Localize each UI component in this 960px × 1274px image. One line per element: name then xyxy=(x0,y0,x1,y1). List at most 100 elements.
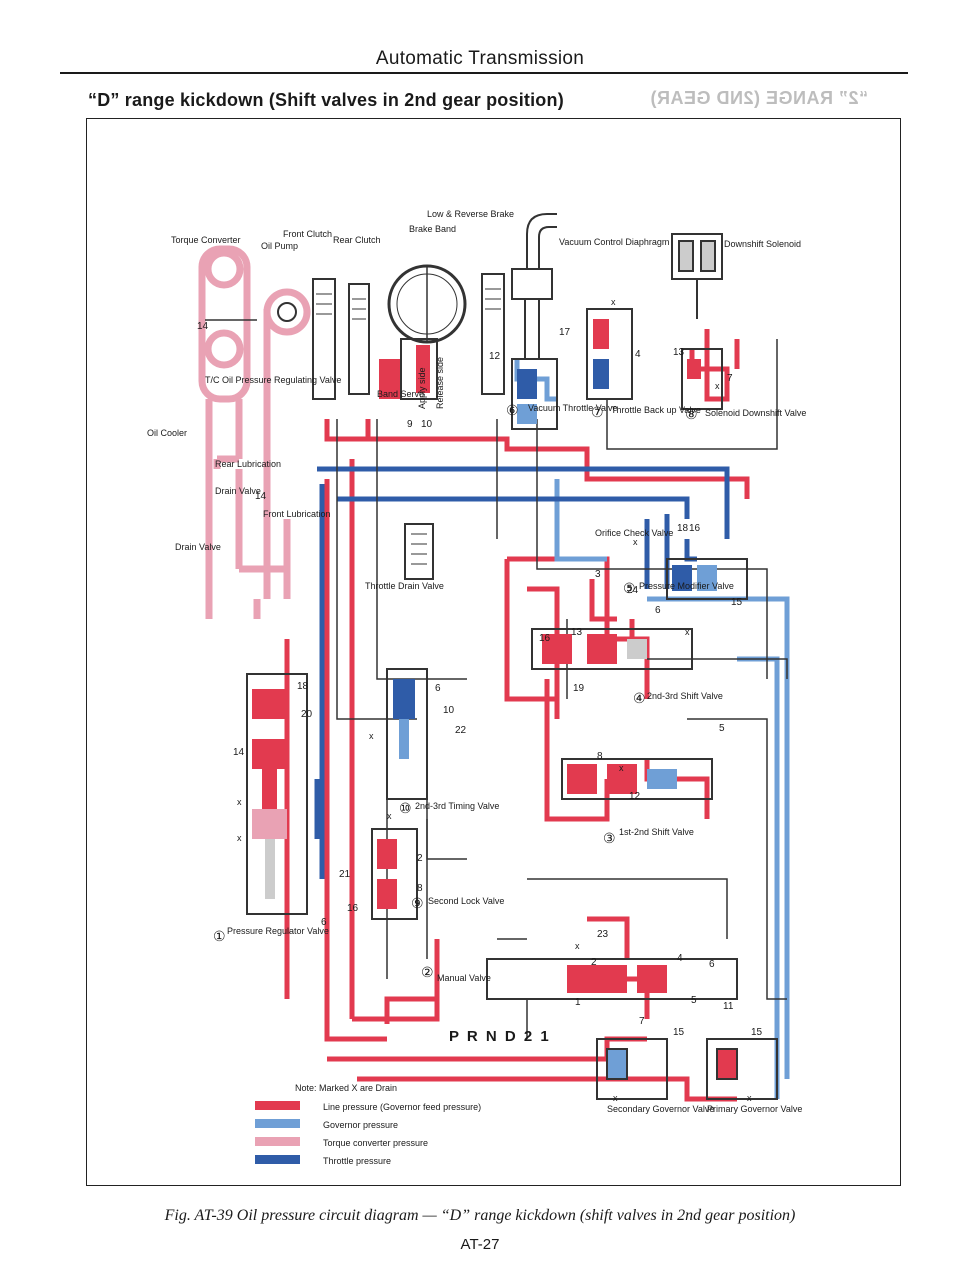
page-number: AT-27 xyxy=(460,1236,500,1253)
valve-number-timing-2-3: ⑩ xyxy=(399,800,412,816)
clutch-packs xyxy=(312,273,505,400)
label-oil-cooler: Oil Cooler xyxy=(147,428,187,438)
port-number: 8 xyxy=(597,751,603,762)
label-drain-valve-lower: Drain Valve xyxy=(175,542,221,552)
valve-number-pressure-modifier: ⑤ xyxy=(623,580,636,596)
vacuum-throttle-valve xyxy=(511,358,558,430)
label-apply-side: Apply side xyxy=(417,367,427,409)
port-number: 15 xyxy=(731,597,743,608)
port-number: 3 xyxy=(595,569,601,580)
label-front-clutch: Front Clutch xyxy=(283,229,332,239)
legend-swatch-governor-pressure xyxy=(255,1119,300,1128)
label-throttle-back-up-valve: Throttle Back up Valve xyxy=(611,405,701,415)
line-pressure-lines xyxy=(284,329,750,1102)
oil-pump-drawing xyxy=(263,288,311,336)
port-number: 19 xyxy=(573,683,585,694)
drain-mark: x xyxy=(575,941,580,951)
port-number: 16 xyxy=(689,523,701,534)
label-release-side: Release side xyxy=(435,357,445,409)
port-number: 6 xyxy=(321,917,327,928)
port-number: 17 xyxy=(559,327,571,338)
legend: Note: Marked X are Drain Line pressure (… xyxy=(255,1083,481,1166)
port-number: 7 xyxy=(639,1016,645,1027)
port-number: 10 xyxy=(443,705,455,716)
port-number: 14 xyxy=(233,747,245,758)
drain-mark: x xyxy=(387,811,392,821)
vacuum-diaphragm-drawing xyxy=(511,213,557,360)
port-number: 14 xyxy=(197,321,209,332)
label-front-lubrication: Front Lubrication xyxy=(263,509,331,519)
legend-label-throttle-pressure: Throttle pressure xyxy=(323,1156,391,1166)
label-pressure-modifier-valve: Pressure Modifier Valve xyxy=(639,581,734,591)
label-manual-valve: Manual Valve xyxy=(437,973,491,983)
downshift-solenoid-drawing xyxy=(671,233,723,319)
label-vacuum-control-diaphragm: Vacuum Control Diaphragm xyxy=(559,237,669,247)
pressure-modifier-valve xyxy=(666,558,748,600)
legend-label-line-pressure: Line pressure (Governor feed pressure) xyxy=(323,1102,481,1112)
port-number: 14 xyxy=(255,491,267,502)
drain-mark: x xyxy=(685,627,690,637)
label-drain-valve-upper: Drain Valve xyxy=(215,486,261,496)
drain-mark: x xyxy=(237,833,242,843)
band-servo-body xyxy=(400,338,438,400)
port-number: 4 xyxy=(677,953,683,964)
port-number: 2 xyxy=(591,957,597,968)
label-tc-oil-pressure-regulating-valve: T/C Oil Pressure Regulating Valve xyxy=(205,375,341,385)
port-number: 4 xyxy=(635,349,641,360)
shift-valve-2-3 xyxy=(531,628,693,670)
port-number: 7 xyxy=(727,373,733,384)
running-head: Automatic Transmission xyxy=(375,48,585,69)
port-number: 6 xyxy=(435,683,441,694)
pressure-regulator-valve xyxy=(246,673,308,915)
label-primary-governor-valve: Primary Governor Valve xyxy=(707,1104,802,1114)
port-number: 20 xyxy=(301,709,313,720)
clutch-plate-hatch xyxy=(316,288,501,320)
label-second-lock-valve: Second Lock Valve xyxy=(428,896,504,906)
bleed-through-text: “2” RANGE (2ND GEAR) xyxy=(650,88,869,108)
port-number: 12 xyxy=(629,791,641,802)
throttle-back-up-valve xyxy=(586,308,633,400)
label-secondary-governor-valve: Secondary Governor Valve xyxy=(607,1104,714,1114)
label-downshift-solenoid: Downshift Solenoid xyxy=(724,239,801,249)
port-number: 23 xyxy=(597,929,609,940)
drain-mark: x xyxy=(633,537,638,547)
label-timing-valve-2-3: 2nd-3rd Timing Valve xyxy=(415,801,499,811)
port-number: 24 xyxy=(627,585,639,596)
legend-note: Note: Marked X are Drain xyxy=(295,1083,397,1093)
port-number: 8 xyxy=(417,883,423,894)
valve-number-pressure-regulator: ① xyxy=(213,928,226,944)
drain-mark: x xyxy=(619,763,624,773)
label-oil-pump: Oil Pump xyxy=(261,241,298,251)
port-number: 11 xyxy=(723,1001,734,1012)
header-rule xyxy=(60,72,908,74)
label-throttle-drain-valve: Throttle Drain Valve xyxy=(365,581,444,591)
port-number: 13 xyxy=(571,627,583,638)
port-number: 16 xyxy=(347,903,359,914)
label-pressure-regulator-valve: Pressure Regulator Valve xyxy=(227,926,329,936)
label-brake-band: Brake Band xyxy=(409,224,456,234)
section-title: “D” range kickdown (Shift valves in 2nd … xyxy=(88,90,564,110)
port-number: 15 xyxy=(751,1027,763,1038)
port-number: 22 xyxy=(455,725,467,736)
label-shift-valve-1-2: 1st-2nd Shift Valve xyxy=(619,827,694,837)
port-number: 13 xyxy=(673,347,685,358)
shift-valve-1-2 xyxy=(561,758,713,800)
legend-label-governor-pressure: Governor pressure xyxy=(323,1120,398,1130)
port-number: 6 xyxy=(655,605,661,616)
legend-swatch-torque-converter-pressure xyxy=(255,1137,300,1146)
port-number: 6 xyxy=(709,959,715,970)
port-number: 5 xyxy=(719,723,725,734)
drain-mark: x xyxy=(715,381,720,391)
label-rear-clutch: Rear Clutch xyxy=(333,235,381,245)
port-number: 2 xyxy=(417,853,423,864)
figure-caption: Fig. AT-39 Oil pressure circuit diagram … xyxy=(164,1207,796,1224)
label-band-servo: Band Servo xyxy=(377,389,424,399)
label-orifice-check-valve: Orifice Check Valve xyxy=(595,528,673,538)
port-number: 18 xyxy=(297,681,309,692)
valve-number-second-lock: ⑨ xyxy=(411,895,424,911)
valve-number-solenoid-downshift: ⑧ xyxy=(685,406,698,422)
band-servo-apply xyxy=(416,345,430,393)
governor-valves xyxy=(596,1038,778,1100)
label-vacuum-throttle-valve: Vacuum Throttle Valve xyxy=(528,403,618,413)
band-servo-piston xyxy=(379,359,401,399)
